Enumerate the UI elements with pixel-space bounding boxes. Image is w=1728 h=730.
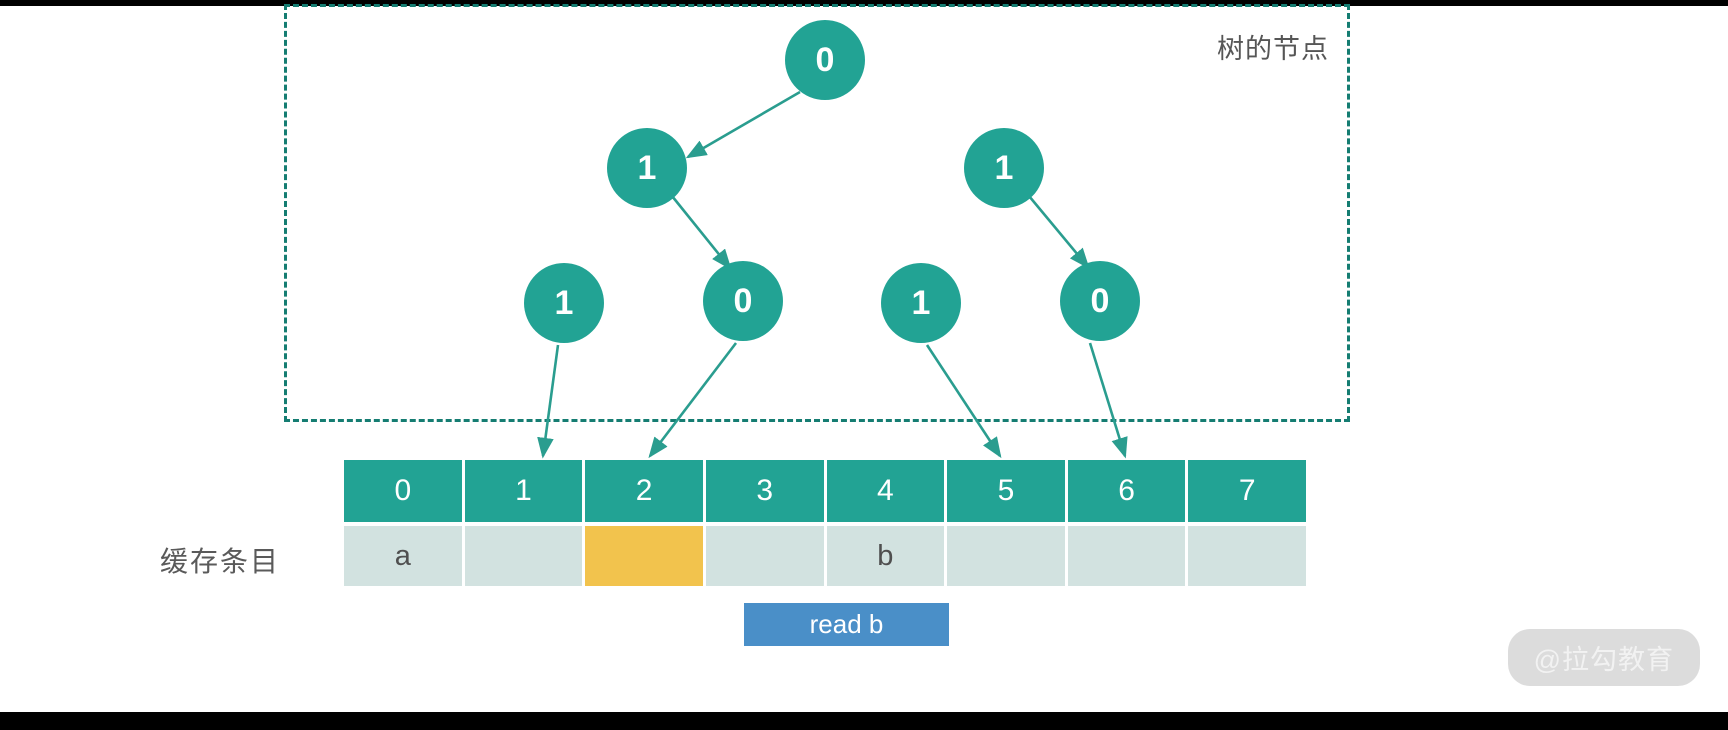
cache-index-cell-0[interactable]: 0: [344, 460, 462, 522]
tree-node-l2c[interactable]: 1: [881, 263, 961, 343]
cache-index-cell-2[interactable]: 2: [585, 460, 703, 522]
cache-value-cell-0[interactable]: a: [344, 526, 462, 586]
cache-index-cell-7[interactable]: 7: [1188, 460, 1306, 522]
cache-value-cell-7[interactable]: [1188, 526, 1306, 586]
tree-node-l2d[interactable]: 0: [1060, 261, 1140, 341]
tree-node-root[interactable]: 0: [785, 20, 865, 100]
cache-value-cell-4[interactable]: b: [826, 526, 945, 586]
letterbox-top: [0, 0, 1728, 6]
cache-table: 0 1 2 3 4 5 6 7 a b: [344, 460, 1306, 586]
cache-index-cell-3[interactable]: 3: [705, 460, 824, 522]
tree-region-label: 树的节点: [1217, 34, 1329, 64]
watermark: @拉勾教育: [1507, 629, 1700, 686]
cache-index-cell-1[interactable]: 1: [464, 460, 583, 522]
cache-value-row: a b: [344, 526, 1306, 586]
cache-value-cell-6[interactable]: [1067, 526, 1186, 586]
cache-value-cell-5[interactable]: [947, 526, 1065, 586]
tree-node-l1a[interactable]: 1: [607, 128, 687, 208]
tree-node-l2a[interactable]: 1: [524, 263, 604, 343]
tree-node-l2b[interactable]: 0: [703, 261, 783, 341]
cache-index-row: 0 1 2 3 4 5 6 7: [344, 460, 1306, 522]
cache-value-cell-3[interactable]: [705, 526, 824, 586]
letterbox-bottom: [0, 712, 1728, 730]
cache-index-cell-5[interactable]: 5: [947, 460, 1065, 522]
tree-node-l1b[interactable]: 1: [964, 128, 1044, 208]
read-b-button[interactable]: read b: [744, 603, 949, 646]
cache-index-cell-4[interactable]: 4: [826, 460, 945, 522]
cache-value-cell-1[interactable]: [464, 526, 583, 586]
cache-index-cell-6[interactable]: 6: [1067, 460, 1186, 522]
cache-entries-label: 缓存条目: [160, 546, 281, 577]
cache-value-cell-2[interactable]: [585, 526, 703, 586]
tree-region-boundary: 树的节点: [284, 4, 1350, 422]
